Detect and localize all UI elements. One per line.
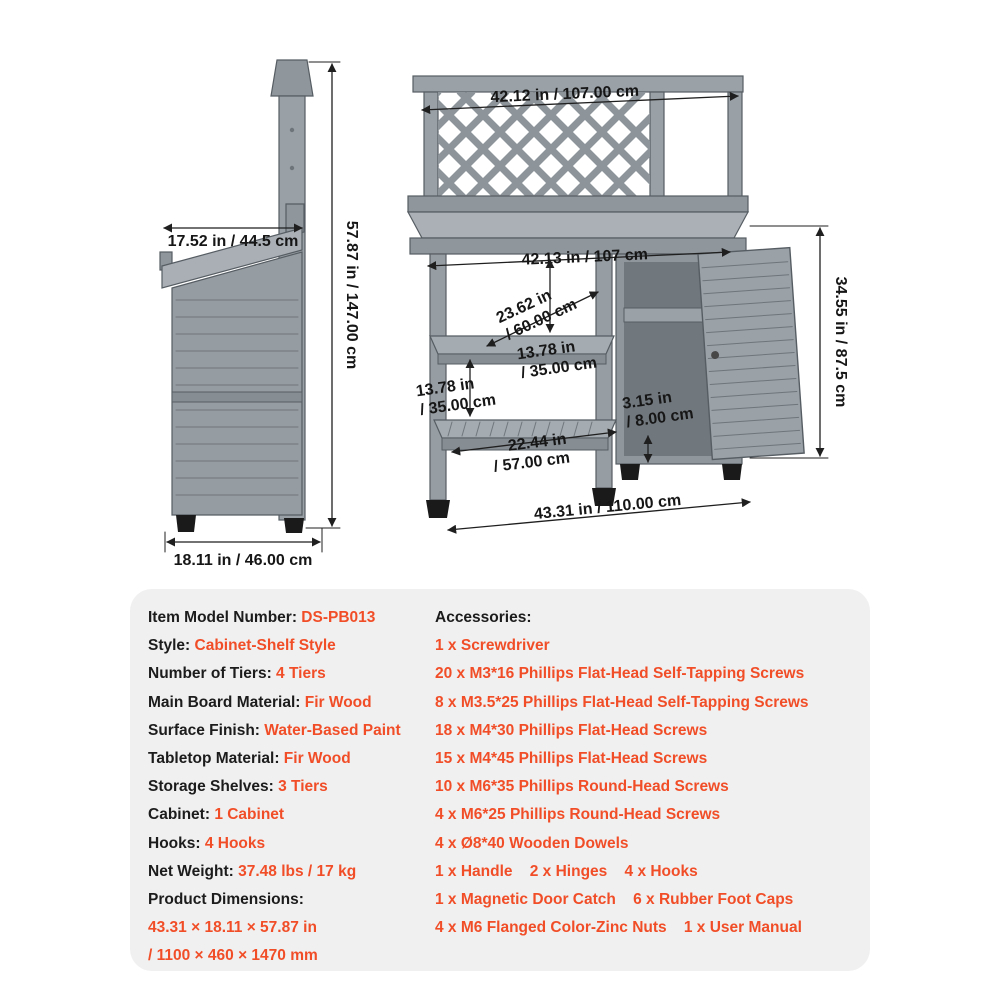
spec-row-hooks: Hooks: 4 Hooks [148, 830, 428, 858]
tabletop-surface [406, 211, 750, 239]
spec-row-storage-shelves: Storage Shelves: 3 Tiers [148, 773, 428, 801]
spec-row-model: Item Model Number: DS-PB013 [148, 604, 428, 632]
spec-row-dimensions-mm: / 1100 × 460 × 1470 mm [148, 942, 428, 970]
accessory-item-m3-5-25-screws: 8 x M3.5*25 Phillips Flat-Head Self-Tapp… [435, 693, 809, 711]
spec-column-left: Item Model Number: DS-PB013 Style: Cabin… [148, 604, 428, 970]
spec-row-main-board-material: Main Board Material: Fir Wood [148, 689, 428, 717]
front-foot-left [426, 500, 450, 518]
accessory-item-nuts-manual: 4 x M6 Flanged Color-Zinc Nuts 1 x User … [435, 919, 802, 937]
spec-label: Item Model Number: [148, 609, 302, 626]
side-tabletop [161, 227, 303, 289]
spec-row-tabletop-material: Tabletop Material: Fir Wood [148, 745, 428, 773]
dim-top-width: 42.12 in / 107.00 cm [421, 83, 739, 115]
spec-value: 43.31 × 18.11 × 57.87 in [148, 919, 317, 937]
accessory-item-handle-hinges-hooks: 1 x Handle 2 x Hinges 4 x Hooks [435, 862, 698, 880]
spec-value: Cabinet-Shelf Style [194, 637, 336, 655]
spec-label: Net Weight: [148, 862, 239, 880]
spec-row-cabinet: Cabinet: 1 Cabinet [148, 801, 428, 829]
spec-value: Fir Wood [304, 693, 372, 711]
spec-row-net-weight: Net Weight: 37.48 lbs / 17 kg [148, 858, 428, 886]
dim-lower-shelf-gap: 13.78 in / 35.00 cm [415, 359, 497, 419]
spec-label: Style: [148, 637, 195, 655]
tabletop-back-lip [407, 195, 749, 213]
spec-row-dimensions-in: 43.31 × 18.11 × 57.87 in [148, 914, 428, 942]
dim-side-bottom-depth-label: 18.11 in / 46.00 cm [174, 552, 313, 569]
accessories-header: Accessories: [435, 609, 532, 626]
side-cabinet-body [171, 251, 303, 516]
spec-label: Surface Finish: [148, 721, 265, 739]
cabinet-foot-left [620, 464, 640, 480]
dim-side-bottom-depth: 18.11 in / 46.00 cm [164, 527, 323, 569]
spec-value: 4 Hooks [204, 834, 266, 852]
spec-row-product-dimensions: Product Dimensions: [148, 886, 428, 914]
dim-lower-shelf-gap-label: 13.78 in / 35.00 cm [415, 373, 497, 419]
dim-ground-clearance: 3.15 in / 8.00 cm [621, 386, 695, 463]
spec-label: Hooks: [148, 834, 205, 852]
spec-value: DS-PB013 [301, 609, 376, 626]
spec-row-tiers: Number of Tiers: 4 Tiers [148, 660, 428, 688]
spec-label: Number of Tiers: [148, 665, 277, 683]
front-view-drawing: 42.12 in / 107.00 cm 42.13 in / 107 cm 2… [406, 75, 849, 534]
spec-value: 1 Cabinet [214, 806, 285, 824]
spec-value: Water-Based Paint [264, 721, 401, 739]
side-foot-front [176, 515, 196, 532]
spec-label: Product Dimensions: [148, 890, 304, 908]
door-handle [711, 351, 720, 360]
spec-label: Tabletop Material: [148, 749, 284, 767]
accessory-item-door-catch-foot-caps: 1 x Magnetic Door Catch 6 x Rubber Foot … [435, 890, 794, 908]
accessory-item-m3-16-screws: 20 x M3*16 Phillips Flat-Head Self-Tappi… [435, 665, 805, 683]
front-middle-leg [595, 253, 613, 489]
spec-value: 4 Tiers [276, 665, 326, 683]
side-trellis-cap [270, 59, 314, 97]
dim-side-height: 57.87 in / 147.00 cm [305, 61, 360, 529]
dim-top-width-label: 42.12 in / 107.00 cm [490, 83, 639, 106]
accessory-item-screwdriver: 1 x Screwdriver [435, 637, 550, 655]
spec-value: / 1100 × 460 × 1470 mm [148, 947, 318, 965]
dim-side-top-depth: 17.52 in / 44.5 cm [163, 223, 303, 250]
cabinet-door [697, 246, 805, 461]
dim-cabinet-height-label: 34.55 in / 87.5 cm [832, 277, 849, 408]
front-left-leg [429, 253, 447, 501]
dim-ground-clearance-label: 3.15 in / 8.00 cm [621, 386, 694, 431]
spec-column-right: Accessories: 1 x Screwdriver 20 x M3*16 … [435, 604, 860, 942]
accessory-item-wooden-dowels: 4 x Ø8*40 Wooden Dowels [435, 834, 629, 852]
spec-label: Main Board Material: [148, 693, 305, 711]
spec-row-surface-finish: Surface Finish: Water-Based Paint [148, 717, 428, 745]
side-foot-back [284, 518, 304, 533]
dimension-drawings: 17.52 in / 44.5 cm 57.87 in / 147.00 cm … [159, 59, 849, 569]
spec-value: 3 Tiers [278, 778, 328, 796]
spec-label: Cabinet: [148, 806, 215, 824]
side-view-drawing: 17.52 in / 44.5 cm 57.87 in / 147.00 cm … [159, 59, 360, 569]
dim-side-top-depth-label: 17.52 in / 44.5 cm [168, 233, 299, 250]
accessory-item-m6-25-screws: 4 x M6*25 Phillips Round-Head Screws [435, 806, 721, 824]
spec-value: 37.48 lbs / 17 kg [238, 862, 357, 880]
dim-shelf-depth-label: 23.62 in / 60.00 cm [494, 279, 580, 345]
dim-cabinet-height: 34.55 in / 87.5 cm [749, 225, 849, 459]
cabinet-foot-right [722, 464, 742, 480]
dim-side-height-label: 57.87 in / 147.00 cm [343, 221, 360, 370]
accessory-item-m6-35-screws: 10 x M6*35 Phillips Round-Head Screws [435, 778, 729, 796]
spec-value: Fir Wood [283, 749, 351, 767]
spec-card: Item Model Number: DS-PB013 Style: Cabin… [130, 589, 870, 971]
spec-label: Storage Shelves: [148, 778, 279, 796]
accessory-item-m4-30-screws: 18 x M4*30 Phillips Flat-Head Screws [435, 721, 708, 739]
spec-row-style: Style: Cabinet-Shelf Style [148, 632, 428, 660]
accessory-item-m4-45-screws: 15 x M4*45 Phillips Flat-Head Screws [435, 749, 708, 767]
